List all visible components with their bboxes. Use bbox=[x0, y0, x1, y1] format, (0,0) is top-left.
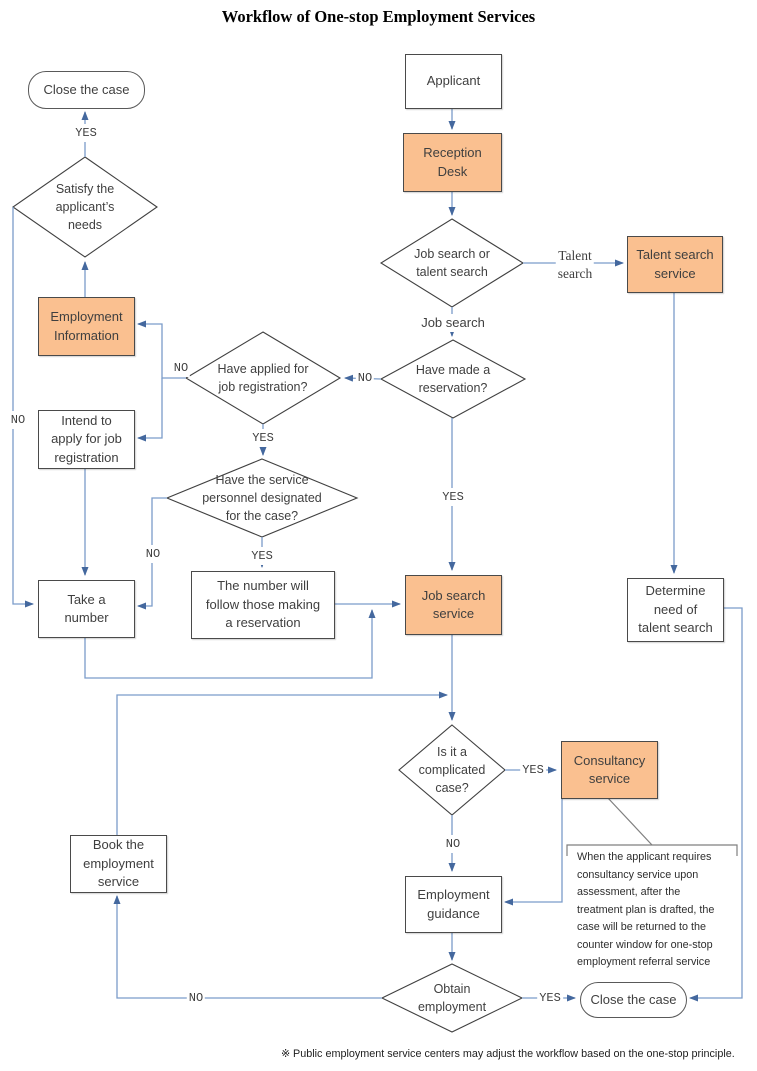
decision-label-job-or-talent: Job search or talent search bbox=[414, 247, 490, 279]
edge-label-yes: YES bbox=[73, 124, 99, 142]
edge-label-yes: YES bbox=[537, 989, 563, 1007]
edge-label-yes: YES bbox=[250, 429, 276, 447]
connector-satisfy-no-takenumber bbox=[12, 207, 34, 608]
connector-takenumber-to-jobservice bbox=[84, 609, 376, 679]
decision-label-service-personnel: Have the service personnel designated fo… bbox=[202, 473, 322, 523]
node-book-employment-service: Book the employment service bbox=[70, 835, 167, 893]
callout-top-bracket bbox=[566, 844, 738, 856]
decision-label-have-applied: Have applied for job registration? bbox=[217, 362, 309, 394]
edge-label-talent-search: Talent search bbox=[555, 247, 595, 283]
edge-label-no: NO bbox=[355, 369, 375, 387]
node-talent-search-service: Talent search service bbox=[627, 236, 723, 293]
page-title: Workflow of One-stop Employment Services bbox=[221, 7, 536, 26]
connector-applied-no-to-intend bbox=[137, 378, 163, 442]
node-intend-apply-registration: Intend to apply for job registration bbox=[38, 410, 135, 469]
callout-leader-line bbox=[606, 796, 653, 846]
edge-label-job-search: Job search bbox=[419, 314, 487, 332]
terminator-close-case-top: Close the case bbox=[28, 71, 145, 109]
note-callout-text: When the applicant requires consultancy … bbox=[577, 851, 715, 968]
edge-label-no: NO bbox=[8, 411, 28, 429]
decision-label-complicated: Is it a complicated case? bbox=[418, 745, 486, 795]
edge-label-yes: YES bbox=[440, 488, 466, 506]
node-employment-guidance: Employment guidance bbox=[405, 876, 502, 933]
node-reception-desk: Reception Desk bbox=[403, 133, 502, 192]
decision-obtain-employment bbox=[380, 963, 524, 1033]
connector-applied-no-to-info bbox=[137, 320, 186, 379]
decision-label-have-reservation: Have made a reservation? bbox=[415, 363, 491, 395]
edge-label-no: NO bbox=[143, 545, 163, 563]
edge-label-yes: YES bbox=[520, 761, 546, 779]
edge-label-no: NO bbox=[443, 835, 463, 853]
connector-obtain-no-to-book bbox=[113, 895, 382, 999]
edge-label-no: NO bbox=[186, 989, 206, 1007]
node-determine-talent-need: Determine need of talent search bbox=[627, 578, 724, 642]
footnote: ※ Public employment service centers may … bbox=[281, 1048, 735, 1060]
decision-label-satisfy-needs: Satisfy the applicant’s needs bbox=[55, 182, 115, 232]
node-consultancy-service: Consultancy service bbox=[561, 741, 658, 799]
node-number-follows-reservation: The number will follow those making a re… bbox=[191, 571, 335, 639]
node-applicant: Applicant bbox=[405, 54, 502, 109]
node-job-search-service: Job search service bbox=[405, 575, 502, 635]
decision-have-reservation bbox=[379, 339, 527, 419]
node-take-a-number: Take a number bbox=[38, 580, 135, 638]
terminator-close-case-bottom: Close the case bbox=[580, 982, 687, 1018]
connector-consultancy-to-guidance bbox=[504, 797, 563, 906]
connector-determine-to-close bbox=[689, 607, 743, 1002]
decision-label-obtain-employment: Obtain employment bbox=[417, 982, 487, 1014]
connector-book-to-mainline bbox=[116, 691, 448, 835]
node-employment-information: Employment Information bbox=[38, 297, 135, 356]
edge-label-yes: YES bbox=[249, 547, 275, 565]
decision-satisfy-needs bbox=[12, 156, 158, 258]
edge-label-no: NO bbox=[171, 359, 191, 377]
